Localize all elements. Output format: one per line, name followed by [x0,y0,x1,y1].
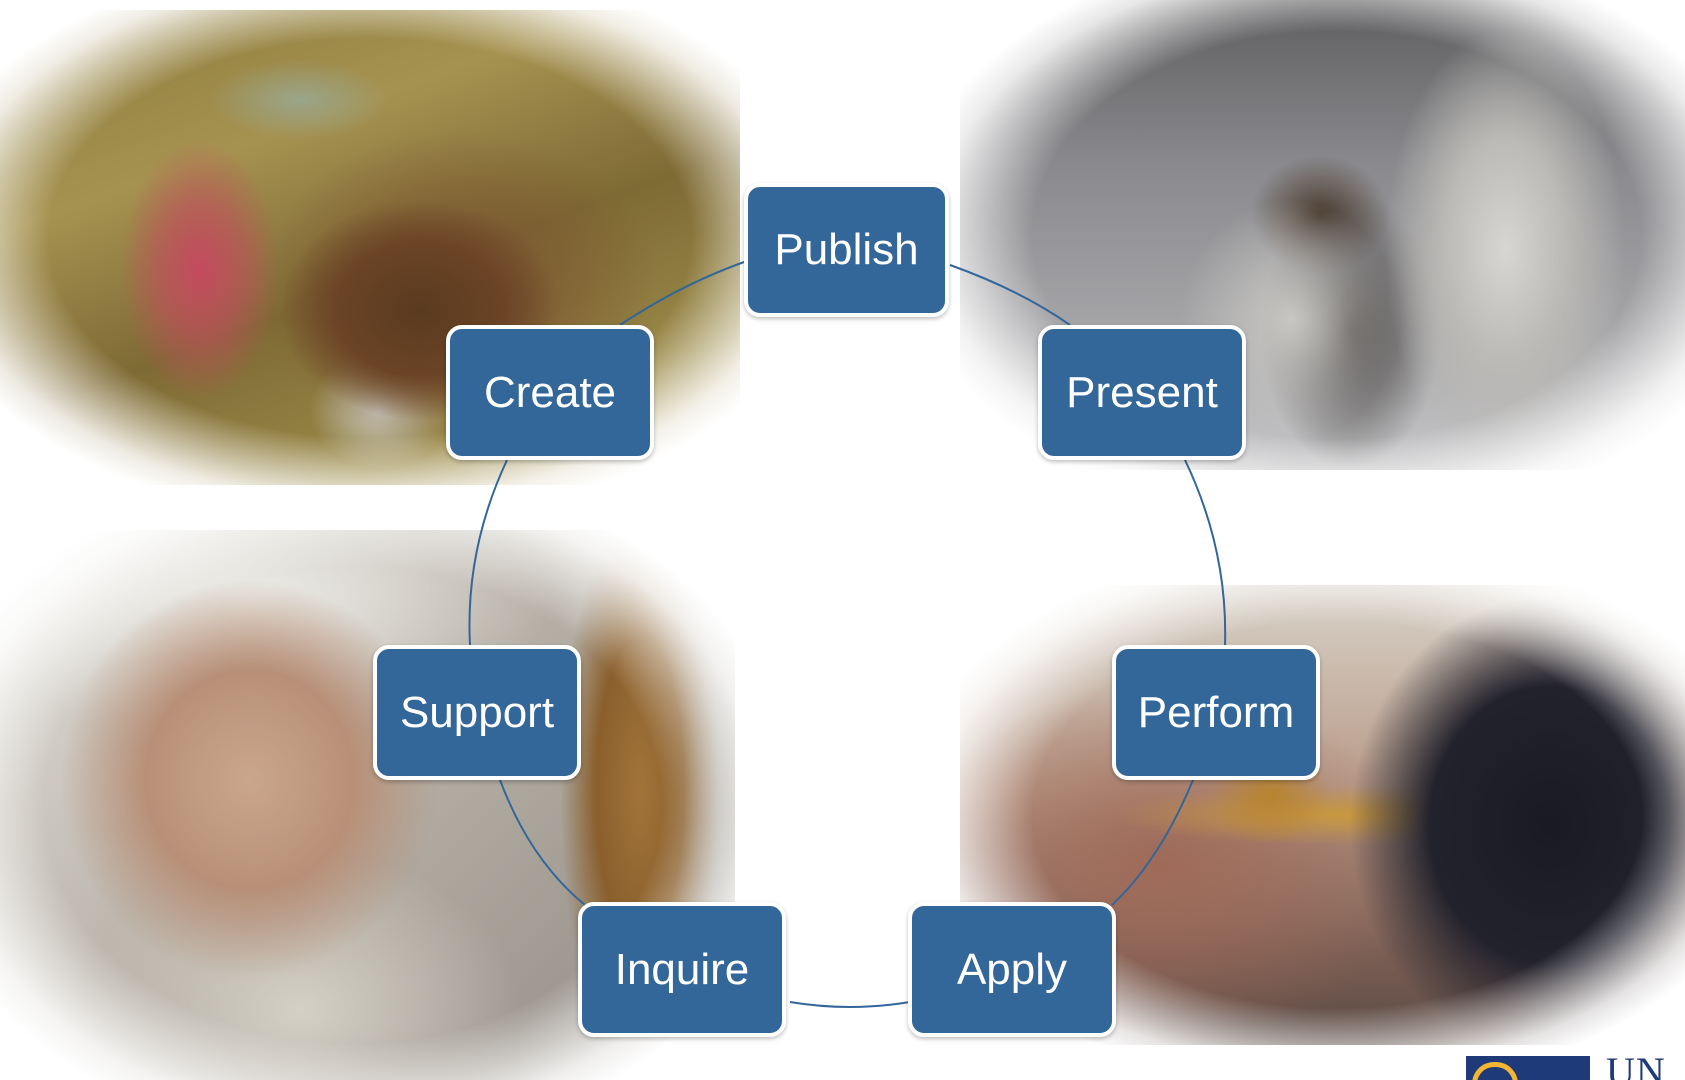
connector-create-publish [619,261,745,326]
stage-perform: Perform [1112,645,1320,780]
stage-create: Create [446,325,654,460]
connector-perform-apply [1111,779,1194,906]
stage-apply: Apply [908,902,1116,1037]
logo-mark [1466,1056,1590,1080]
stage-publish: Publish [744,183,949,317]
stage-inquire: Inquire [578,902,786,1037]
connector-publish-present [949,264,1071,326]
connector-inquire-support [499,779,586,906]
logo-accent-shape [1472,1062,1518,1080]
connector-support-create [468,459,508,646]
logo-text: UN [1606,1052,1666,1080]
stage-present: Present [1038,325,1246,460]
university-logo: UN [1466,1052,1685,1080]
connector-present-perform [1184,459,1227,646]
stage-support: Support [373,645,581,780]
connector-apply-inquire [789,1001,911,1008]
